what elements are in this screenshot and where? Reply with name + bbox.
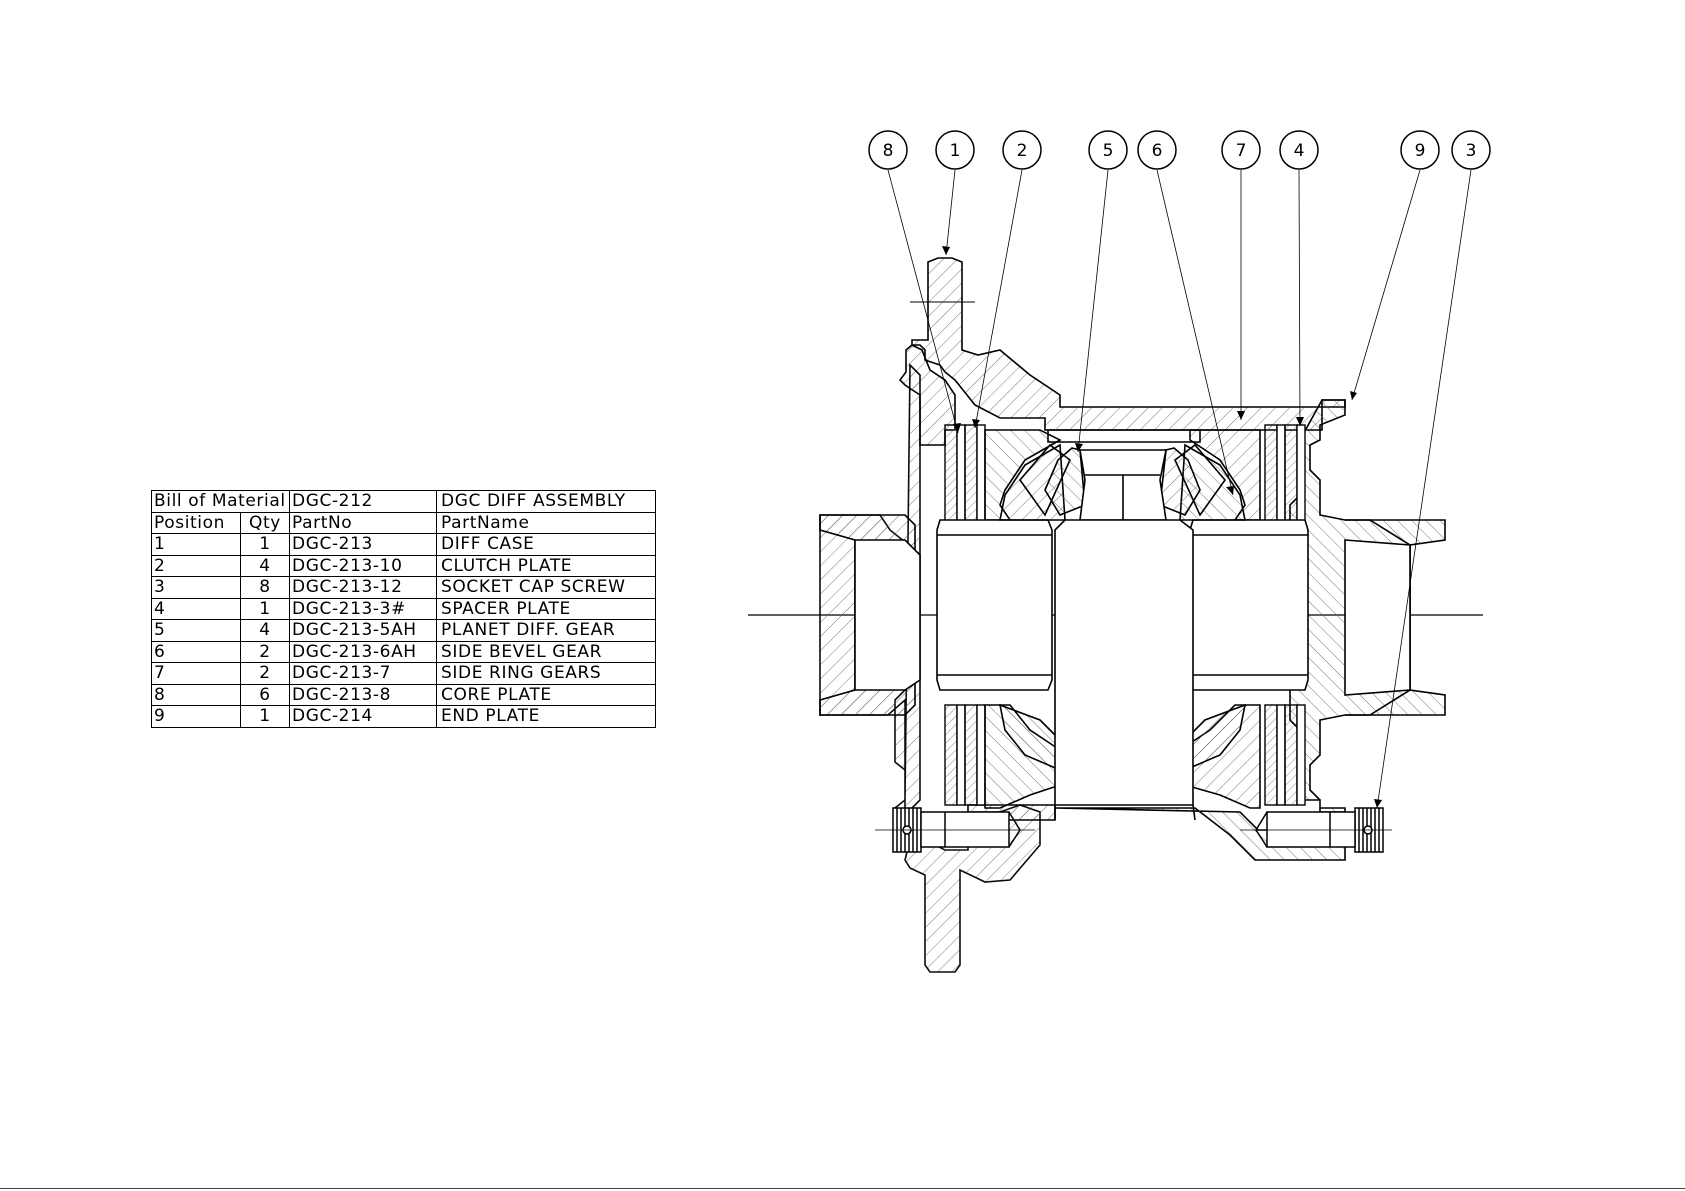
bom-title: Bill of Material: [150, 490, 291, 513]
svg-text:4: 4: [1294, 141, 1305, 161]
svg-text:3: 3: [1466, 141, 1477, 161]
partno-cell: DGC-213-7: [289, 662, 438, 685]
side-gear-hubs: [936, 519, 1309, 691]
column-header-qty: Qty: [239, 511, 291, 534]
balloon-5: 5: [1088, 130, 1128, 170]
partname-cell: CLUTCH PLATE: [436, 554, 657, 577]
right-bore: [1344, 539, 1411, 696]
svg-text:8: 8: [883, 141, 894, 161]
position-cell: 9: [151, 705, 241, 728]
svg-text:2: 2: [1017, 141, 1028, 161]
balloon-9: 9: [1400, 130, 1440, 170]
leader-lines: [887, 169, 1472, 809]
leader-arrows: [942, 246, 1382, 808]
sheet-bottom-border: [0, 1188, 1685, 1189]
balloon-6: 6: [1137, 130, 1177, 170]
balloon-8: 8: [868, 130, 908, 170]
balloon-2: 2: [1002, 130, 1042, 170]
planet-diff-gear: [1044, 429, 1201, 521]
svg-text:6: 6: [1152, 141, 1163, 161]
left-bore: [854, 539, 921, 691]
bill-of-material-table: Bill of Material DGC-212 DGC DIFF ASSEMB…: [150, 490, 657, 728]
svg-text:7: 7: [1236, 141, 1247, 161]
balloon-4: 4: [1279, 130, 1319, 170]
balloon-7: 7: [1221, 130, 1261, 170]
central-cavity: [1054, 519, 1196, 821]
svg-text:5: 5: [1103, 141, 1114, 161]
partno-cell: DGC-213-6AH: [289, 640, 438, 663]
partno-cell: DGC-213: [289, 533, 438, 556]
qty-cell: 1: [239, 705, 291, 728]
socket-cap-screws: [875, 807, 1392, 853]
partname-cell: SPACER PLATE: [436, 597, 657, 620]
partno-cell: DGC-214: [289, 705, 438, 728]
balloon-1: 1: [935, 130, 975, 170]
svg-text:1: 1: [950, 141, 961, 161]
svg-text:9: 9: [1415, 141, 1426, 161]
partname-cell: CORE PLATE: [436, 683, 657, 706]
partname-cell: END PLATE: [436, 705, 657, 728]
balloon-3: 3: [1451, 130, 1491, 170]
